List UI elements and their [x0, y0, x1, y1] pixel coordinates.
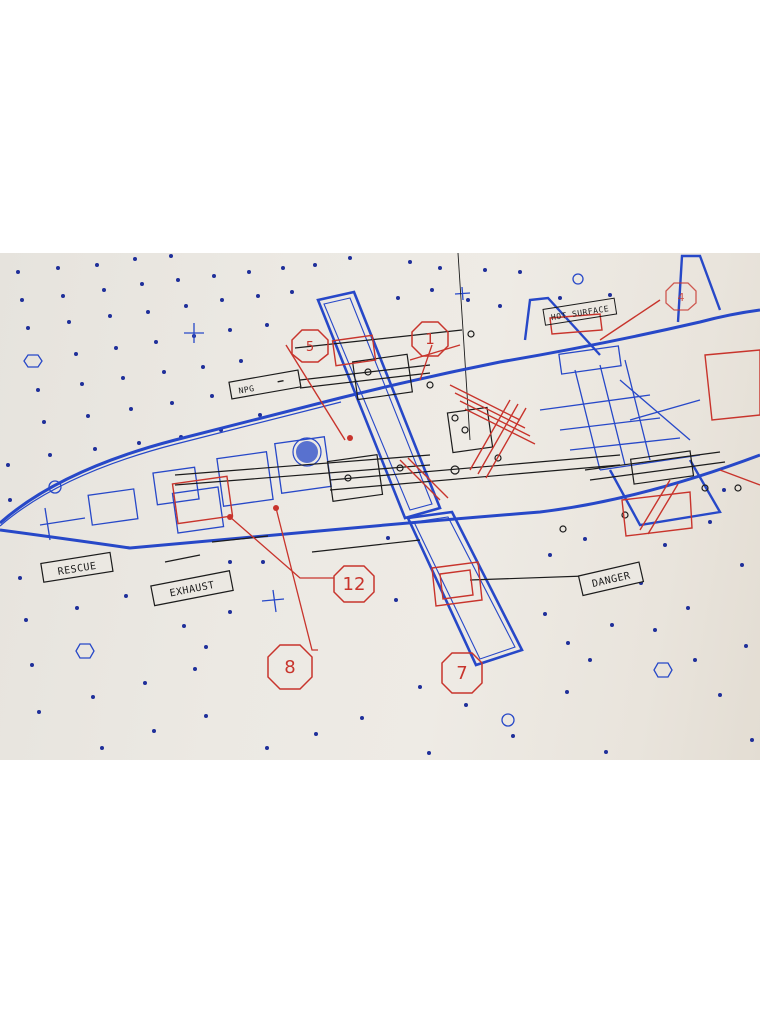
blueprint-photo: 12 8 7 1 5 4 RESCUE [0, 253, 760, 760]
callout-label: 5 [306, 340, 314, 355]
dot-grid [6, 254, 754, 755]
reference-line [457, 253, 471, 441]
label-exhaust: EXHAUST [150, 570, 234, 607]
callout-5: 5 [291, 329, 329, 363]
hexagon-marker-icon [23, 354, 43, 368]
callout-1: 1 [411, 321, 449, 357]
fuselage [0, 308, 760, 550]
callout-label: 4 [678, 291, 685, 304]
callout-label: 7 [456, 663, 467, 684]
callout-label: 1 [425, 330, 435, 348]
crosshair-icon [261, 589, 285, 613]
label-npg: NPG [228, 369, 302, 400]
upper-wing [316, 290, 442, 520]
sensor-cluster-icon [296, 441, 318, 463]
crosshair-icon [184, 323, 204, 343]
schematic-drawing: 12 8 7 1 5 4 RESCUE [0, 253, 760, 755]
callout-4: 4 [665, 282, 697, 311]
callout-leaders [229, 344, 433, 651]
internal-structure-blue [39, 345, 701, 541]
internal-structure-black [164, 329, 742, 581]
label-hot-surface: HOT SURFACE [542, 297, 618, 326]
tail-fins [523, 254, 722, 527]
label-danger: DANGER [577, 561, 645, 597]
internal-structure-red [171, 299, 760, 607]
callout-label: 8 [284, 657, 295, 678]
callout-12: 12 [333, 565, 375, 603]
callout-label: 12 [343, 574, 366, 595]
callout-7: 7 [441, 652, 483, 694]
lower-wing [406, 510, 524, 667]
label-rescue: RESCUE [40, 551, 114, 583]
svg-text:NPG: NPG [238, 384, 255, 396]
callout-8: 8 [267, 644, 313, 690]
